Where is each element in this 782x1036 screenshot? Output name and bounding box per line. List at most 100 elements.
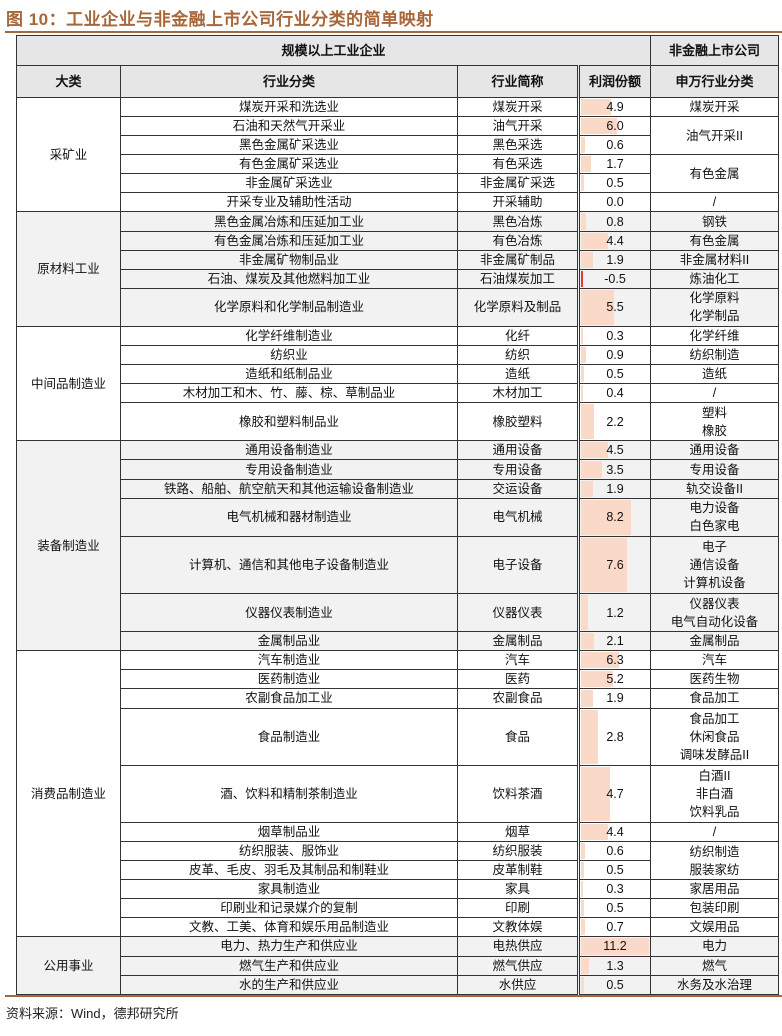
- profit-bar: [581, 938, 649, 955]
- industry-cell: 皮革、毛皮、羽毛及其制品和制鞋业: [120, 860, 458, 881]
- profit-value: 0.5: [606, 176, 624, 191]
- sw-industry-name: 通用设备: [689, 443, 740, 458]
- sw-industry-cell: 煤炭开采: [650, 96, 780, 118]
- profit-share-cell: 0.3: [576, 879, 652, 900]
- profit-share-cell: 0.8: [576, 211, 652, 232]
- profit-bar: [581, 537, 628, 593]
- profit-bar: [581, 499, 631, 535]
- industry-cell: 电气机械和器材制造业: [120, 497, 458, 537]
- sw-industry-name: /: [712, 386, 717, 401]
- short-name-cell: 纺织: [457, 345, 579, 366]
- profit-value: 2.1: [606, 634, 624, 649]
- sw-industry-cell: 纺织制造服装家纺: [650, 841, 780, 881]
- profit-bar: [581, 137, 585, 154]
- industry-cell: 铁路、船舶、航空航天和其他运输设备制造业: [120, 478, 458, 499]
- profit-share-cell: 1.7: [576, 154, 652, 175]
- short-name-cell: 黑色冶炼: [457, 211, 579, 232]
- sw-industry-name: 钢铁: [702, 214, 728, 229]
- short-name-cell: 专用设备: [457, 459, 579, 480]
- profit-share-cell: 0.7: [576, 917, 652, 938]
- short-name-cell: 石油煤炭加工: [457, 268, 579, 289]
- sw-industry-name: 非金属材料II: [679, 252, 750, 267]
- profit-value: 6.0: [606, 119, 624, 134]
- sw-industry-name: 化学纤维: [689, 328, 740, 343]
- sw-industry-name: 白色家电: [689, 519, 740, 534]
- industry-cell: 家具制造业: [120, 879, 458, 900]
- profit-value: 0.6: [606, 844, 624, 859]
- short-name-cell: 造纸: [457, 364, 579, 385]
- category-cell: 消费品制造业: [16, 650, 121, 938]
- category-cell: 原材料工业: [16, 211, 121, 327]
- sw-industry-cell: /: [650, 192, 780, 213]
- sw-industry-cell: 轨交设备II: [650, 478, 780, 499]
- short-name-cell: 纺织服装: [457, 841, 579, 862]
- short-name-cell: 煤炭开采: [457, 96, 579, 118]
- profit-value: 1.9: [606, 691, 624, 706]
- short-name-cell: 非金属矿采选: [457, 173, 579, 194]
- short-name-cell: 金属制品: [457, 631, 579, 652]
- sw-industry-cell: 化学原料化学制品: [650, 287, 780, 327]
- short-name-cell: 电子设备: [457, 535, 579, 595]
- profit-share-cell: 4.4: [576, 821, 652, 843]
- industry-cell: 纺织服装、服饰业: [120, 841, 458, 862]
- profit-value: 7.6: [606, 557, 624, 572]
- profit-bar: [581, 480, 593, 497]
- profit-value: 3.5: [606, 462, 624, 477]
- profit-share-cell: 4.4: [576, 230, 652, 251]
- profit-share-cell: 2.2: [576, 402, 652, 442]
- sw-industry-name: 医药生物: [689, 672, 740, 687]
- sw-industry-name: 纺织制造: [689, 348, 740, 363]
- sw-industry-name: 汽车: [702, 653, 728, 668]
- sw-industry-name: 专用设备: [689, 462, 740, 477]
- profit-bar: [581, 823, 608, 841]
- profit-bar: [581, 99, 611, 116]
- profit-share-cell: 1.9: [576, 249, 652, 270]
- profit-value: 1.9: [606, 481, 624, 496]
- profit-share-cell: 0.9: [576, 345, 652, 366]
- profit-value: 0.5: [606, 863, 624, 878]
- short-name-cell: 油气开采: [457, 116, 579, 137]
- profit-value: 1.9: [606, 252, 624, 267]
- profit-value: 5.5: [606, 300, 624, 315]
- sw-industry-name: 金属制品: [689, 634, 740, 649]
- sw-industry-cell: 电力设备白色家电: [650, 497, 780, 537]
- industry-cell: 黑色金属矿采选业: [120, 135, 458, 156]
- profit-value: 0.7: [606, 920, 624, 935]
- industry-cell: 金属制品业: [120, 631, 458, 652]
- industry-cell: 烟草制品业: [120, 821, 458, 843]
- short-name-cell: 燃气供应: [457, 955, 579, 976]
- sw-industry-cell: 专用设备: [650, 459, 780, 480]
- profit-bar: [581, 690, 593, 707]
- sw-industry-cell: 燃气: [650, 955, 780, 976]
- profit-value: 0.6: [606, 138, 624, 153]
- profit-share-cell: 0.6: [576, 135, 652, 156]
- sw-industry-name: 休闲食品: [689, 729, 740, 744]
- profit-value: 0.8: [606, 214, 624, 229]
- short-name-cell: 烟草: [457, 821, 579, 843]
- industry-cell: 化学纤维制造业: [120, 325, 458, 347]
- industry-cell: 橡胶和塑料制品业: [120, 402, 458, 442]
- profit-bar: [581, 843, 585, 860]
- category-cell: 公用事业: [16, 936, 121, 995]
- profit-bar: [581, 404, 595, 440]
- profit-value: 4.7: [606, 786, 624, 801]
- source-note: 资料来源：Wind，德邦研究所: [6, 1006, 179, 1021]
- short-name-cell: 非金属矿制品: [457, 249, 579, 270]
- sw-industry-name: 电气自动化设备: [670, 614, 759, 629]
- sw-industry-name: 仪器仪表: [689, 596, 740, 611]
- profit-value: 0.4: [606, 386, 624, 401]
- industry-cell: 纺织业: [120, 345, 458, 366]
